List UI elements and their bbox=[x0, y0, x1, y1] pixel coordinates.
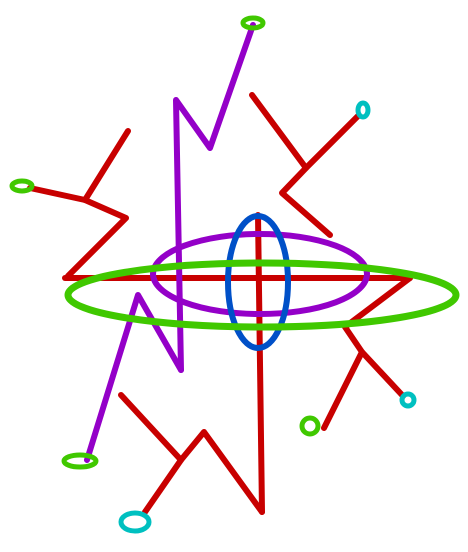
blue-vertical-ellipse bbox=[225, 213, 291, 351]
red-zigzag-upper-left bbox=[65, 128, 131, 279]
red-connector-right bbox=[359, 349, 406, 399]
red-zigzag-bottom bbox=[118, 392, 265, 515]
red-connector-left bbox=[27, 185, 88, 203]
green-horizontal-ellipse bbox=[64, 259, 460, 331]
purple-zigzag-left bbox=[84, 292, 184, 463]
red-zigzag-upper-right bbox=[249, 92, 333, 238]
green-ring-top bbox=[240, 15, 266, 31]
cyan-ring-bottom bbox=[118, 510, 152, 534]
red-zigzag-lower-right bbox=[321, 275, 413, 431]
red-connector-upper-right bbox=[303, 113, 361, 171]
red-connector-bottom bbox=[142, 457, 184, 515]
purple-zigzag-top bbox=[173, 22, 256, 373]
green-ring-lower-right bbox=[299, 415, 321, 437]
cyan-ring-upper-right bbox=[355, 100, 371, 120]
green-ring-lower-left bbox=[61, 452, 99, 470]
green-ring-left bbox=[9, 178, 35, 194]
cyan-ring-right bbox=[399, 391, 417, 409]
purple-horizontal-ellipse bbox=[150, 231, 370, 317]
